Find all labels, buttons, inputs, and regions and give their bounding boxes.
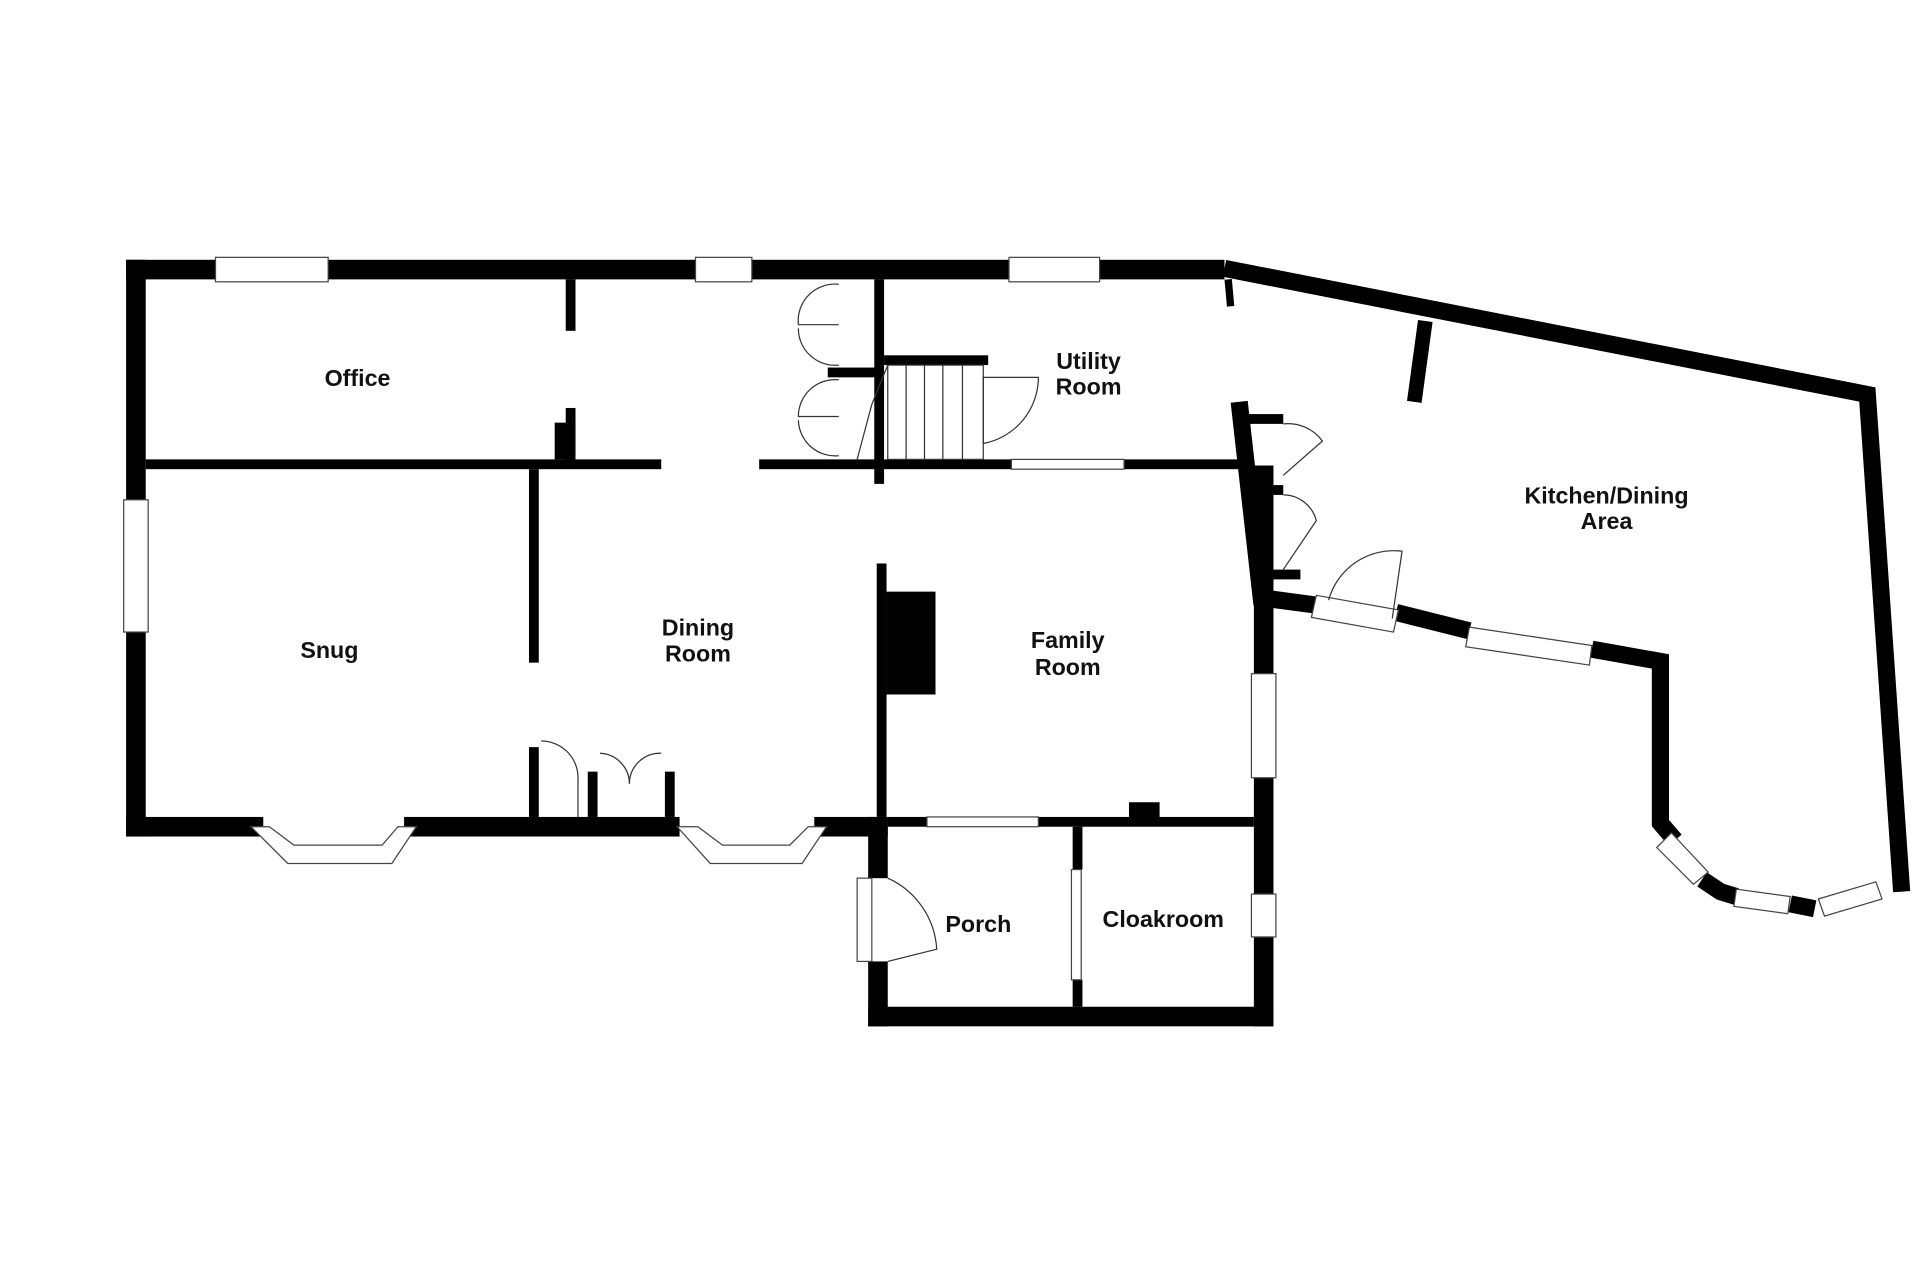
room-label-cloakroom: Cloakroom xyxy=(1103,906,1224,932)
room-label-utility-2: Room xyxy=(1056,373,1122,399)
doors xyxy=(541,283,1403,963)
windows xyxy=(123,256,1883,981)
room-label-family: Family xyxy=(1031,627,1105,653)
room-labels: Office Utility Room Kitchen/Dining Area … xyxy=(300,348,1688,937)
walls xyxy=(126,259,1911,1027)
room-label-office: Office xyxy=(325,365,391,391)
room-label-kitchen: Kitchen/Dining xyxy=(1525,482,1689,508)
room-label-dining: Dining xyxy=(662,615,734,641)
room-label-snug: Snug xyxy=(300,637,358,663)
room-label-porch: Porch xyxy=(945,911,1011,937)
room-label-kitchen-2: Area xyxy=(1581,508,1634,534)
room-label-family-2: Room xyxy=(1035,654,1101,680)
staircase xyxy=(856,364,984,460)
room-label-utility: Utility xyxy=(1056,348,1121,374)
room-label-dining-2: Room xyxy=(665,640,731,666)
